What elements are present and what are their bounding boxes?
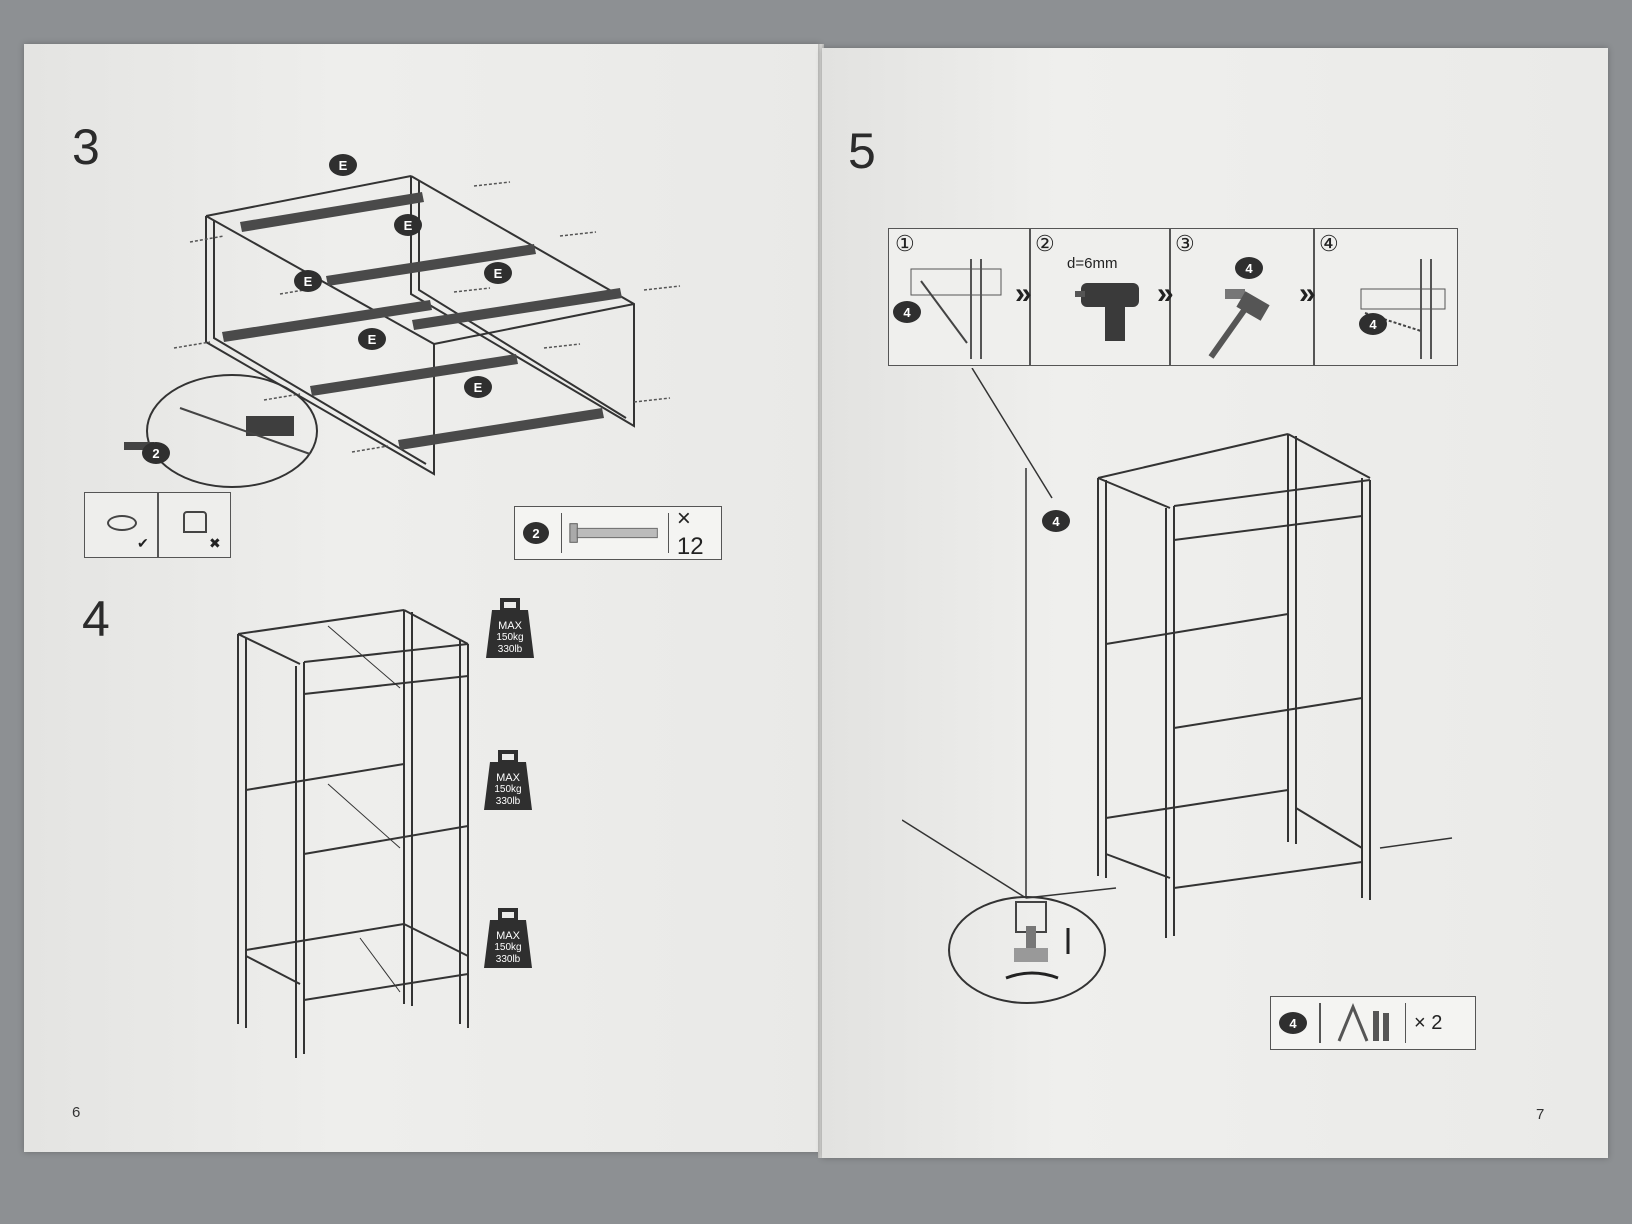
anchor-badge: 4	[893, 301, 921, 323]
check-icon: ✔	[137, 535, 149, 551]
max-load-weight-icon: MAX 150kg 330lb	[484, 906, 532, 970]
hardware-quantity: × 12	[676, 505, 704, 560]
mark-wall-illustration	[910, 259, 1002, 359]
max-kg-label: 150kg	[494, 942, 522, 953]
hardware-badge: 4	[1279, 1012, 1307, 1034]
next-arrow-icon: »	[1299, 277, 1316, 310]
x-icon: ✖	[209, 535, 221, 551]
washer-wrong-icon	[183, 511, 207, 533]
next-arrow-icon: »	[1157, 277, 1174, 310]
page-number: 7	[1536, 1106, 1545, 1123]
max-label: MAX	[496, 772, 520, 784]
leveling-foot-icon	[1005, 901, 1070, 980]
next-arrow-icon: »	[1015, 277, 1032, 310]
max-lb-label: 330lb	[495, 954, 521, 965]
hardware-count-box: 4 × 2	[1270, 996, 1476, 1050]
substep-panel: ① ② ③ ④ 4 » d=6mm » 4 »	[888, 228, 1458, 366]
substep-2-label: ②	[1035, 231, 1055, 256]
hardware-count-box: 2 × 12	[514, 505, 722, 560]
step-4-number: 4	[82, 591, 110, 647]
drill-icon	[1075, 283, 1139, 341]
screw-icon	[569, 523, 659, 543]
max-kg-label: 150kg	[496, 632, 524, 643]
part-e-badge: E	[484, 262, 512, 284]
part-e-badge: E	[358, 328, 386, 350]
step-5-number: 5	[848, 123, 876, 179]
anchor-badge: 4	[1359, 313, 1387, 335]
page-number: 6	[72, 1104, 81, 1121]
max-lb-label: 330lb	[495, 796, 521, 807]
step-4-shelf-illustration	[237, 609, 469, 1058]
part-e-badge: E	[394, 214, 422, 236]
part-e-badge: E	[329, 154, 357, 176]
screw-badge: 2	[142, 442, 170, 464]
max-lb-label: 330lb	[497, 644, 523, 655]
washer-orientation-box: ✔ ✖	[84, 492, 231, 558]
anchor-badge: 4	[1235, 257, 1263, 279]
max-load-weight-icon: MAX 150kg 330lb	[484, 748, 532, 812]
substep-1-label: ①	[895, 231, 915, 256]
book-spine	[818, 44, 824, 1158]
max-load-weight-icon: MAX 150kg 330lb	[486, 596, 534, 660]
washer-correct-icon	[107, 515, 137, 531]
step-3-number: 3	[72, 119, 100, 175]
max-kg-label: 150kg	[494, 784, 522, 795]
step-5-wall-shelf-illustration	[902, 368, 1453, 938]
anchor-badge: 4	[1042, 510, 1070, 532]
foot-adjust-callout	[948, 896, 1106, 1004]
max-label: MAX	[498, 620, 522, 632]
screw-detail-illustration	[124, 407, 311, 455]
step-3-frame-illustration	[173, 175, 681, 476]
hardware-badge: 2	[523, 522, 550, 544]
manual-page-left: 3	[24, 44, 820, 1152]
substep-3-label: ③	[1175, 231, 1195, 256]
substep-4-label: ④	[1319, 231, 1339, 256]
max-label: MAX	[496, 930, 520, 942]
manual-page-right: 5 ① ② ③ ④ 4 » d=6mm » 4 »	[822, 48, 1608, 1158]
drill-size-label: d=6mm	[1067, 255, 1118, 272]
strap-screw-illustration	[1360, 259, 1446, 359]
hardware-quantity: × 2	[1414, 1011, 1443, 1034]
hammer-anchor-illustration	[1208, 289, 1270, 359]
detail-callout	[146, 374, 318, 488]
part-e-badge: E	[294, 270, 322, 292]
wall-anchor-kit-icon	[1337, 1003, 1389, 1042]
part-e-badge: E	[464, 376, 492, 398]
